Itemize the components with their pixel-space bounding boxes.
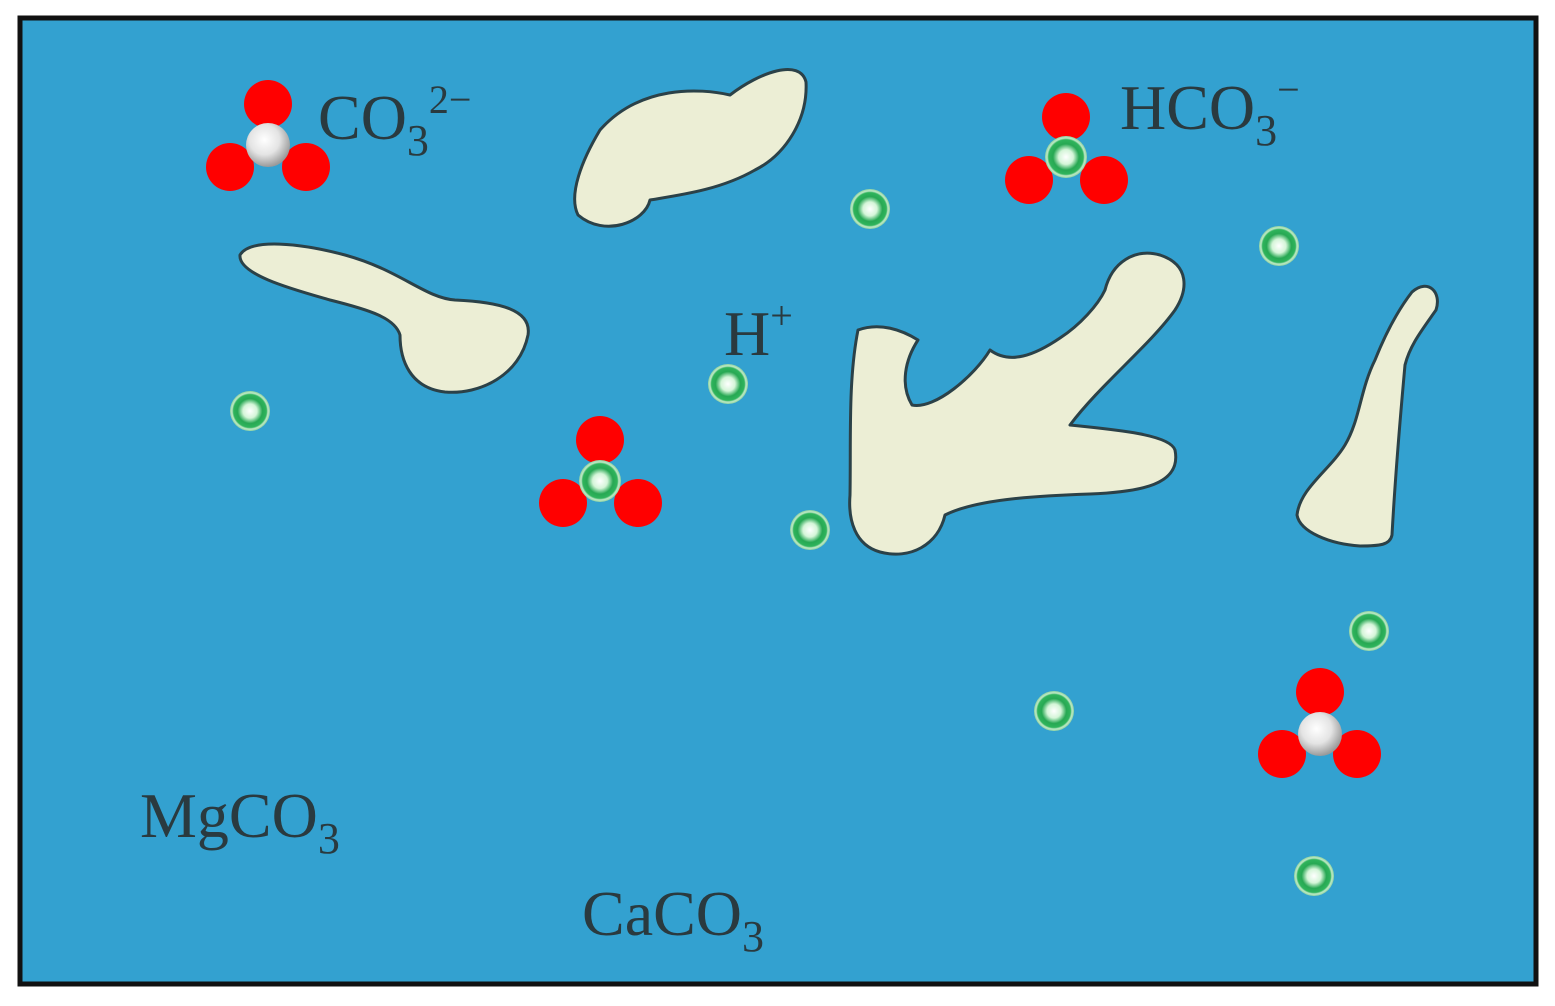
- hydrogen-ion: [1349, 611, 1389, 651]
- oxygen-atom: [1080, 156, 1128, 204]
- oxygen-atom: [244, 80, 292, 128]
- hydrogen-core: [1045, 136, 1087, 178]
- label-magnesium-carbonate: MgCO3: [140, 784, 340, 861]
- label-calcium-carbonate: CaCO3: [582, 882, 764, 959]
- oxygen-atom: [1042, 93, 1090, 141]
- hydrogen-ions: [230, 189, 1389, 896]
- grain-center-large: [848, 251, 1186, 556]
- oxygen-atom: [614, 479, 662, 527]
- hydrogen-ion: [230, 391, 270, 431]
- grain-left: [238, 242, 530, 394]
- label-mgco3-base: MgCO: [140, 780, 318, 851]
- hydrogen-ion: [850, 189, 890, 229]
- solution-background: [17, 15, 1539, 987]
- label-carbonate-sub: 3: [406, 116, 429, 165]
- label-caco3-sub: 3: [742, 912, 764, 961]
- grain-right: [1295, 284, 1439, 548]
- label-carbonate: CO32−: [318, 80, 471, 163]
- hydrogen-ion: [1294, 856, 1334, 896]
- hydrogen-ion: [790, 510, 830, 550]
- oxygen-atom: [1005, 156, 1053, 204]
- bicarbonate-molecule-center: [539, 416, 662, 527]
- oxygen-atom: [539, 479, 587, 527]
- oxygen-atom: [1296, 668, 1344, 716]
- bicarbonate-molecule: [1005, 93, 1128, 204]
- grain-top-center: [573, 68, 808, 228]
- carbonate-molecule-bottom: [1258, 668, 1381, 778]
- label-hydrogen-sup: +: [770, 293, 793, 338]
- label-carbonate-sup: 2−: [428, 77, 472, 122]
- label-bicarbonate-base: HCO: [1120, 72, 1256, 143]
- label-carbonate-base: CO: [318, 82, 407, 153]
- label-bicarbonate: HCO3−: [1120, 70, 1300, 153]
- carbon-atom: [1298, 712, 1342, 756]
- carbonate-molecule-top: [206, 80, 330, 191]
- label-caco3-base: CaCO: [582, 878, 742, 949]
- hydrogen-core: [579, 460, 621, 502]
- oxygen-atom: [1333, 730, 1381, 778]
- oxygen-atom: [1258, 730, 1306, 778]
- mineral-grains: [238, 68, 1439, 556]
- label-mgco3-sub: 3: [317, 814, 340, 863]
- oxygen-atom: [206, 143, 254, 191]
- oxygen-atom: [576, 416, 624, 464]
- oxygen-atom: [282, 143, 330, 191]
- label-hydrogen-base: H: [724, 298, 771, 369]
- carbon-atom: [246, 123, 290, 167]
- hydrogen-ion: [1259, 226, 1299, 266]
- label-hydrogen-ion: H+: [724, 296, 793, 366]
- hydrogen-ion: [1034, 691, 1074, 731]
- hydrogen-ion: [708, 364, 748, 404]
- label-bicarbonate-sub: 3: [1255, 106, 1278, 155]
- label-bicarbonate-sup: −: [1277, 67, 1300, 112]
